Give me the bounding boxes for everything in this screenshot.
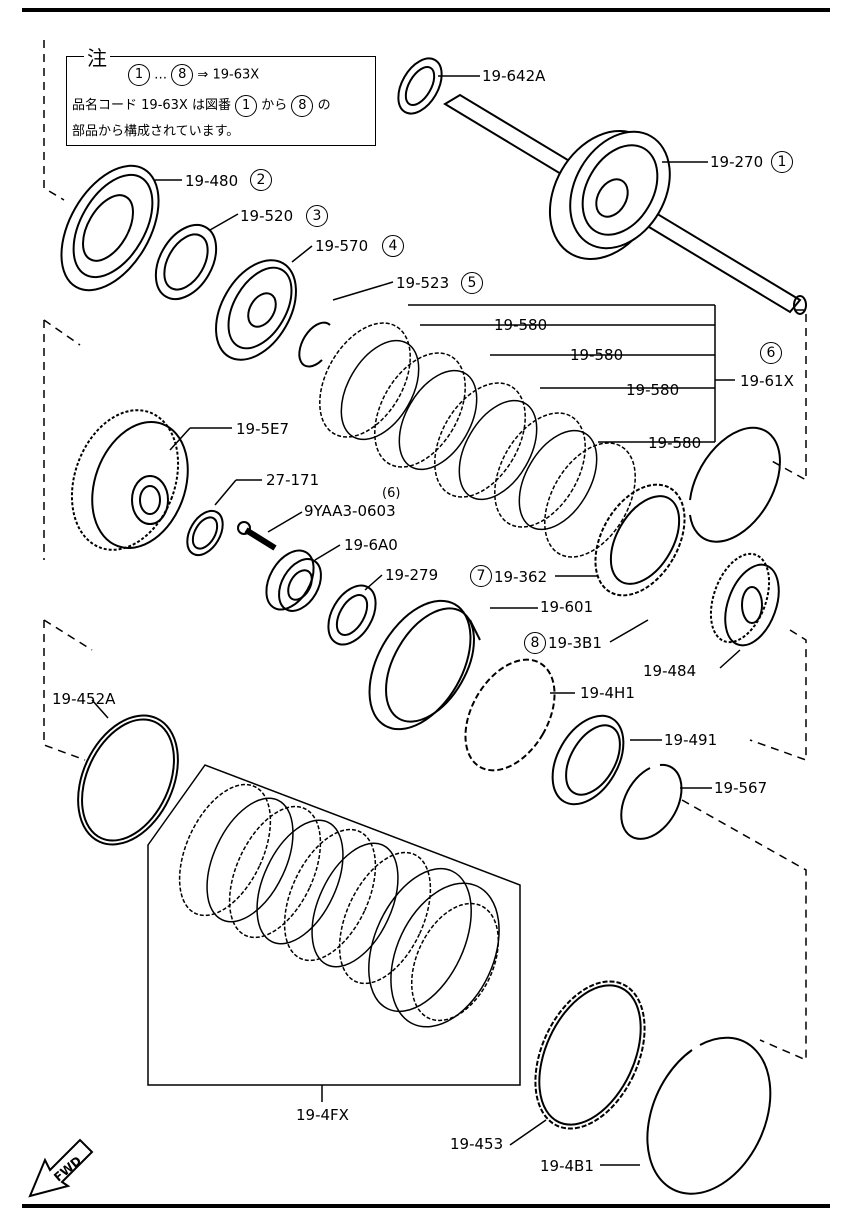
note-range-code: 19-63X [212,67,260,83]
spring-19-520 [154,224,218,300]
snap-ring-19-567 [620,763,683,840]
clutch-pack-19-4FX [178,783,500,1028]
part-label-19-4H1[interactable]: 19-4H1 [580,684,635,702]
hub-19-6A0 [265,549,322,612]
callout-number-6: 6 [760,342,782,364]
ring-27-171 [186,509,224,557]
one-way-clutch-19-491 [551,714,625,806]
bracket-19-4FX [147,764,521,1086]
note-line-2: 品名コード 19-63X は図番 1 から 8 の [72,94,331,117]
part-label-19-570[interactable]: 19-570 [315,237,369,255]
dashed-guides [43,40,807,1062]
bolt-9YAA3-0603 [237,521,277,551]
output-shaft-19-270 [443,93,807,315]
part-label-19-6A0[interactable]: 19-6A0 [344,536,398,554]
thrust-bearing-19-642A [397,57,443,115]
part-label-19-580-a[interactable]: 19-580 [494,316,548,334]
note-line2-d: の [317,98,331,113]
plate-19-362 [594,483,686,597]
seal-ring-19-452A [77,714,179,846]
note-range-from: 1 [128,64,150,86]
callout-number-7: 7 [470,565,492,587]
note-range-to: 8 [171,64,194,86]
part-label-19-3B1[interactable]: 19-3B1 [548,634,602,652]
part-label-19-4B1[interactable]: 19-4B1 [540,1157,594,1175]
part-label-19-580-b[interactable]: 19-580 [570,346,624,364]
part-label-19-523[interactable]: 19-523 [396,274,450,292]
part-label-19-4FX[interactable]: 19-4FX [296,1106,349,1124]
bearing-19-279 [327,584,377,646]
snap-ring-19-523 [298,321,331,368]
note-line2-to: 8 [291,94,314,117]
gear-19-484 [709,552,780,647]
spring-19-4H1 [464,658,556,772]
piston-19-480 [60,164,160,292]
part-label-19-279[interactable]: 19-279 [385,566,439,584]
callout-number-2: 2 [250,169,272,191]
part-label-19-601[interactable]: 19-601 [540,598,594,616]
note-range-arrow: ⇒ [197,67,209,83]
part-label-19-453[interactable]: 19-453 [450,1135,504,1153]
callout-number-4: 4 [382,235,404,257]
drum-19-601 [368,599,481,731]
note-range-line: 1 … 8 ⇒ 19-63X [128,64,259,86]
clutch-plates-19-580 [319,322,636,558]
retainer-19-570 [215,259,297,361]
part-label-19-484[interactable]: 19-484 [643,662,697,680]
note-line2-a: 品名コード [72,98,138,113]
part-label-19-362[interactable]: 19-362 [494,568,548,586]
callout-number-1: 1 [771,151,793,173]
part-label-19-61X[interactable]: 19-61X [740,372,794,390]
note-line-3: 部品から構成されています。 [72,124,240,139]
note-box [66,56,376,146]
bracket-19-61X [408,304,735,443]
plate-19-453 [534,980,646,1130]
callout-number-8: 8 [524,632,546,654]
part-label-19-452A[interactable]: 19-452A [52,690,116,708]
part-label-19-5E7[interactable]: 19-5E7 [236,420,290,438]
fwd-arrow-icon [28,1138,94,1198]
part-label-19-642A[interactable]: 19-642A [482,67,546,85]
callout-number-5: 5 [461,272,483,294]
part-label-9YAA3-0603[interactable]: 9YAA3-0603 [304,502,396,520]
note-line2-c: から [261,98,288,113]
part-label-19-270[interactable]: 19-270 [710,153,764,171]
part-label-27-171[interactable]: 27-171 [266,471,320,489]
part-label-19-567[interactable]: 19-567 [714,779,768,797]
note-title: 注 [84,42,110,71]
part-label-19-580-d[interactable]: 19-580 [648,434,702,452]
note-range-sep: … [154,67,168,83]
note-line2-from: 1 [235,94,258,117]
note-line2-code: 19-63X [141,98,188,113]
part-label-19-580-c[interactable]: 19-580 [626,381,680,399]
gear-19-5E7 [70,409,189,551]
part-label-19-520[interactable]: 19-520 [240,207,294,225]
snap-ring-19-3B1 [689,426,781,543]
snap-ring-19-4B1 [646,1036,772,1195]
note-line2-b: は図番 [191,98,231,113]
bolt-qty-label: (6) [382,486,401,501]
part-label-19-480[interactable]: 19-480 [185,172,239,190]
part-label-19-491[interactable]: 19-491 [664,731,718,749]
callout-number-3: 3 [306,205,328,227]
